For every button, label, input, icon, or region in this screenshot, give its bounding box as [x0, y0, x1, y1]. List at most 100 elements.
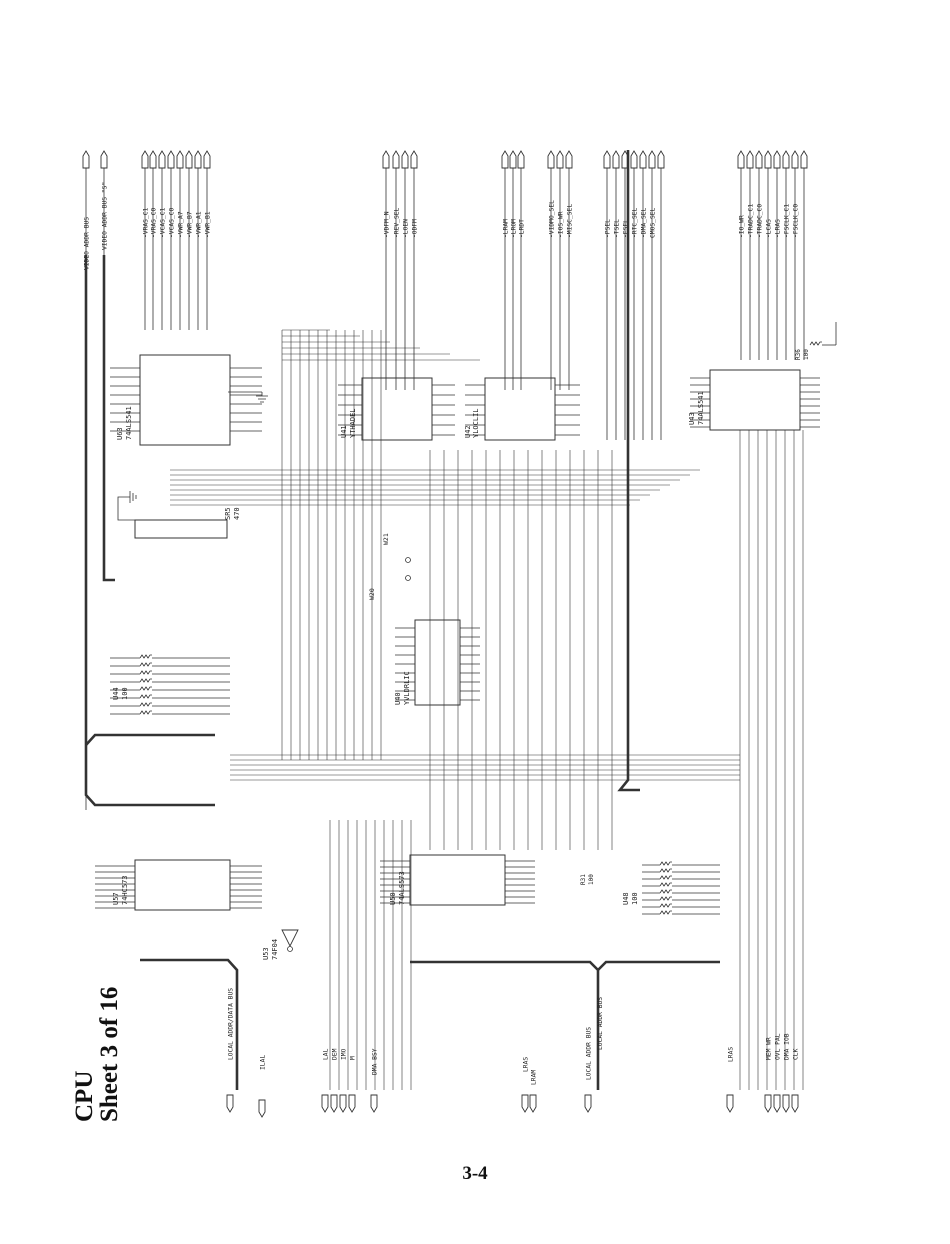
video-bus-branch — [85, 733, 215, 746]
resistor-icon — [659, 875, 672, 880]
offpage-connector-icon — [185, 150, 193, 169]
offpage-connector-icon — [410, 150, 418, 169]
offpage-connector-icon — [100, 150, 108, 169]
resistor-icon — [139, 662, 152, 667]
w21-label: W21 — [382, 533, 390, 545]
offpage-connector-icon — [203, 150, 211, 169]
offpage-connector-icon — [556, 150, 564, 169]
port-label-cmos-sel: CMOS_SEL — [650, 207, 657, 238]
sr5-gnd-wire — [117, 496, 135, 521]
u40-part: YVLDRLIC — [403, 671, 411, 705]
port-label-vwr-a7: -VWR_A7 — [178, 211, 185, 238]
offpage-connector-icon — [529, 1094, 537, 1113]
port-label-lrdt: -LRDT — [519, 219, 526, 238]
u43-ref: U43 — [688, 412, 696, 425]
port-label-imo: IMO — [341, 1048, 348, 1060]
resistor-icon — [659, 889, 672, 894]
u43-buffer-body — [709, 369, 801, 431]
port-label-vcas-c1: -VCAS_C1 — [160, 207, 167, 238]
resistor-icon — [659, 868, 672, 873]
port-label-ovl-pal: OVL PAL — [775, 1033, 782, 1060]
offpage-connector-icon — [584, 1094, 592, 1113]
port-label-vcas-c0: -VCAS_C0 — [169, 207, 176, 238]
port-label-rtc-sel: -RTC_SEL — [632, 207, 639, 238]
resistor-icon — [139, 654, 152, 659]
u40-ref: U40 — [394, 692, 402, 705]
port-label-lal: LAL — [323, 1048, 330, 1060]
port-label-odfm: -ODFM — [412, 219, 419, 238]
u44-part: 100 — [121, 687, 129, 700]
offpage-connector-icon — [603, 150, 611, 169]
jumper-icon — [405, 575, 411, 581]
local-addr-bus-line — [410, 960, 600, 1090]
u43-part: 74ALS541 — [697, 391, 705, 425]
video-addr-bus-s-line — [102, 255, 115, 582]
u41-decoder-body — [361, 377, 433, 441]
offpage-connector-icon — [339, 1094, 347, 1113]
offpage-connector-icon — [547, 150, 555, 169]
local-addr-bus-vertical — [617, 150, 640, 792]
title-main: CPU — [71, 1070, 98, 1122]
port-label-vdfm-n: -VDFM_N — [384, 211, 391, 238]
port-label-ios-wr: -IOS_WR — [558, 211, 565, 238]
offpage-connector-icon — [176, 150, 184, 169]
offpage-connector-icon — [521, 1094, 529, 1113]
port-label-tradc-c1: -TRADC_C1 — [748, 204, 755, 238]
local-addr-data-bus-line — [140, 958, 239, 1090]
offpage-connector-icon — [226, 1094, 234, 1113]
u42-part: YLOCLIL — [472, 408, 480, 438]
offpage-connector-icon — [630, 150, 638, 169]
resistor-icon — [809, 341, 822, 346]
port-label-lcas: -LCAS — [766, 219, 773, 238]
resistor-icon — [139, 670, 152, 675]
port-label-mem-wr: MEM WR — [766, 1037, 773, 1060]
offpage-connector-icon — [370, 1094, 378, 1113]
offpage-connector-icon — [773, 150, 781, 169]
offpage-connector-icon — [158, 150, 166, 169]
u53-part: 74F04 — [271, 939, 279, 960]
resistor-icon — [659, 882, 672, 887]
port-label-tsel: -TSEL — [614, 219, 621, 238]
offpage-connector-icon — [82, 150, 90, 169]
port-label-esel: -ESEL — [623, 219, 630, 238]
port-label-fsclk-c0: -FSCLK_C0 — [793, 204, 800, 238]
offpage-connector-icon — [726, 1094, 734, 1113]
port-label-lram: -LRAM — [503, 219, 510, 238]
port-label-fsclk-c1: -FSCLK_C1 — [784, 204, 791, 238]
resistor-icon — [659, 910, 672, 915]
u50-latch-body — [409, 854, 506, 906]
offpage-connector-icon — [791, 150, 799, 169]
port-label-lras-left: LRAS — [523, 1057, 530, 1072]
port-label-vras-c1: -VRAS_C1 — [143, 207, 150, 238]
port-label-lras-bottom: LRAS — [728, 1047, 735, 1062]
u42-decoder-body — [484, 377, 556, 441]
ground-icon — [129, 491, 137, 503]
port-label-vwr-b7: -VWR_B7 — [187, 211, 194, 238]
offpage-connector-icon — [141, 150, 149, 169]
port-label-rev-sel: -REV_SEL — [394, 207, 401, 238]
u63-buffer-body — [139, 354, 231, 446]
port-label-tradc-c0: -TRADC_C0 — [757, 204, 764, 238]
offpage-connector-icon — [382, 150, 390, 169]
u63-ref: U63 — [116, 427, 124, 440]
u57-ref: U57 — [112, 892, 120, 905]
resistor-icon — [139, 710, 152, 715]
offpage-connector-icon — [800, 150, 808, 169]
port-label-vwr-a1: -VWR_A1 — [196, 211, 203, 238]
local-addr-bus-branch — [597, 960, 720, 971]
port-label-m: M — [350, 1056, 357, 1060]
video-addr-bus-line — [84, 255, 215, 807]
offpage-connector-icon — [167, 150, 175, 169]
port-label-local-addr-bus: LOCAL ADDR BUS — [586, 1027, 593, 1080]
u40-pal-body — [414, 619, 461, 706]
offpage-connector-icon — [509, 150, 517, 169]
port-label-lram-left: LRAM — [531, 1070, 538, 1085]
r36-ref: R36 — [795, 349, 802, 360]
u48-ref: U48 — [622, 892, 630, 905]
port-label-vidmo-sel: -VIDMO_SEL — [549, 200, 556, 238]
port-label-psel: -PSEL — [605, 219, 612, 238]
r36-val: 100 — [803, 349, 810, 360]
offpage-connector-icon — [149, 150, 157, 169]
resistor-icon — [659, 896, 672, 901]
resistor-icon — [659, 861, 672, 866]
